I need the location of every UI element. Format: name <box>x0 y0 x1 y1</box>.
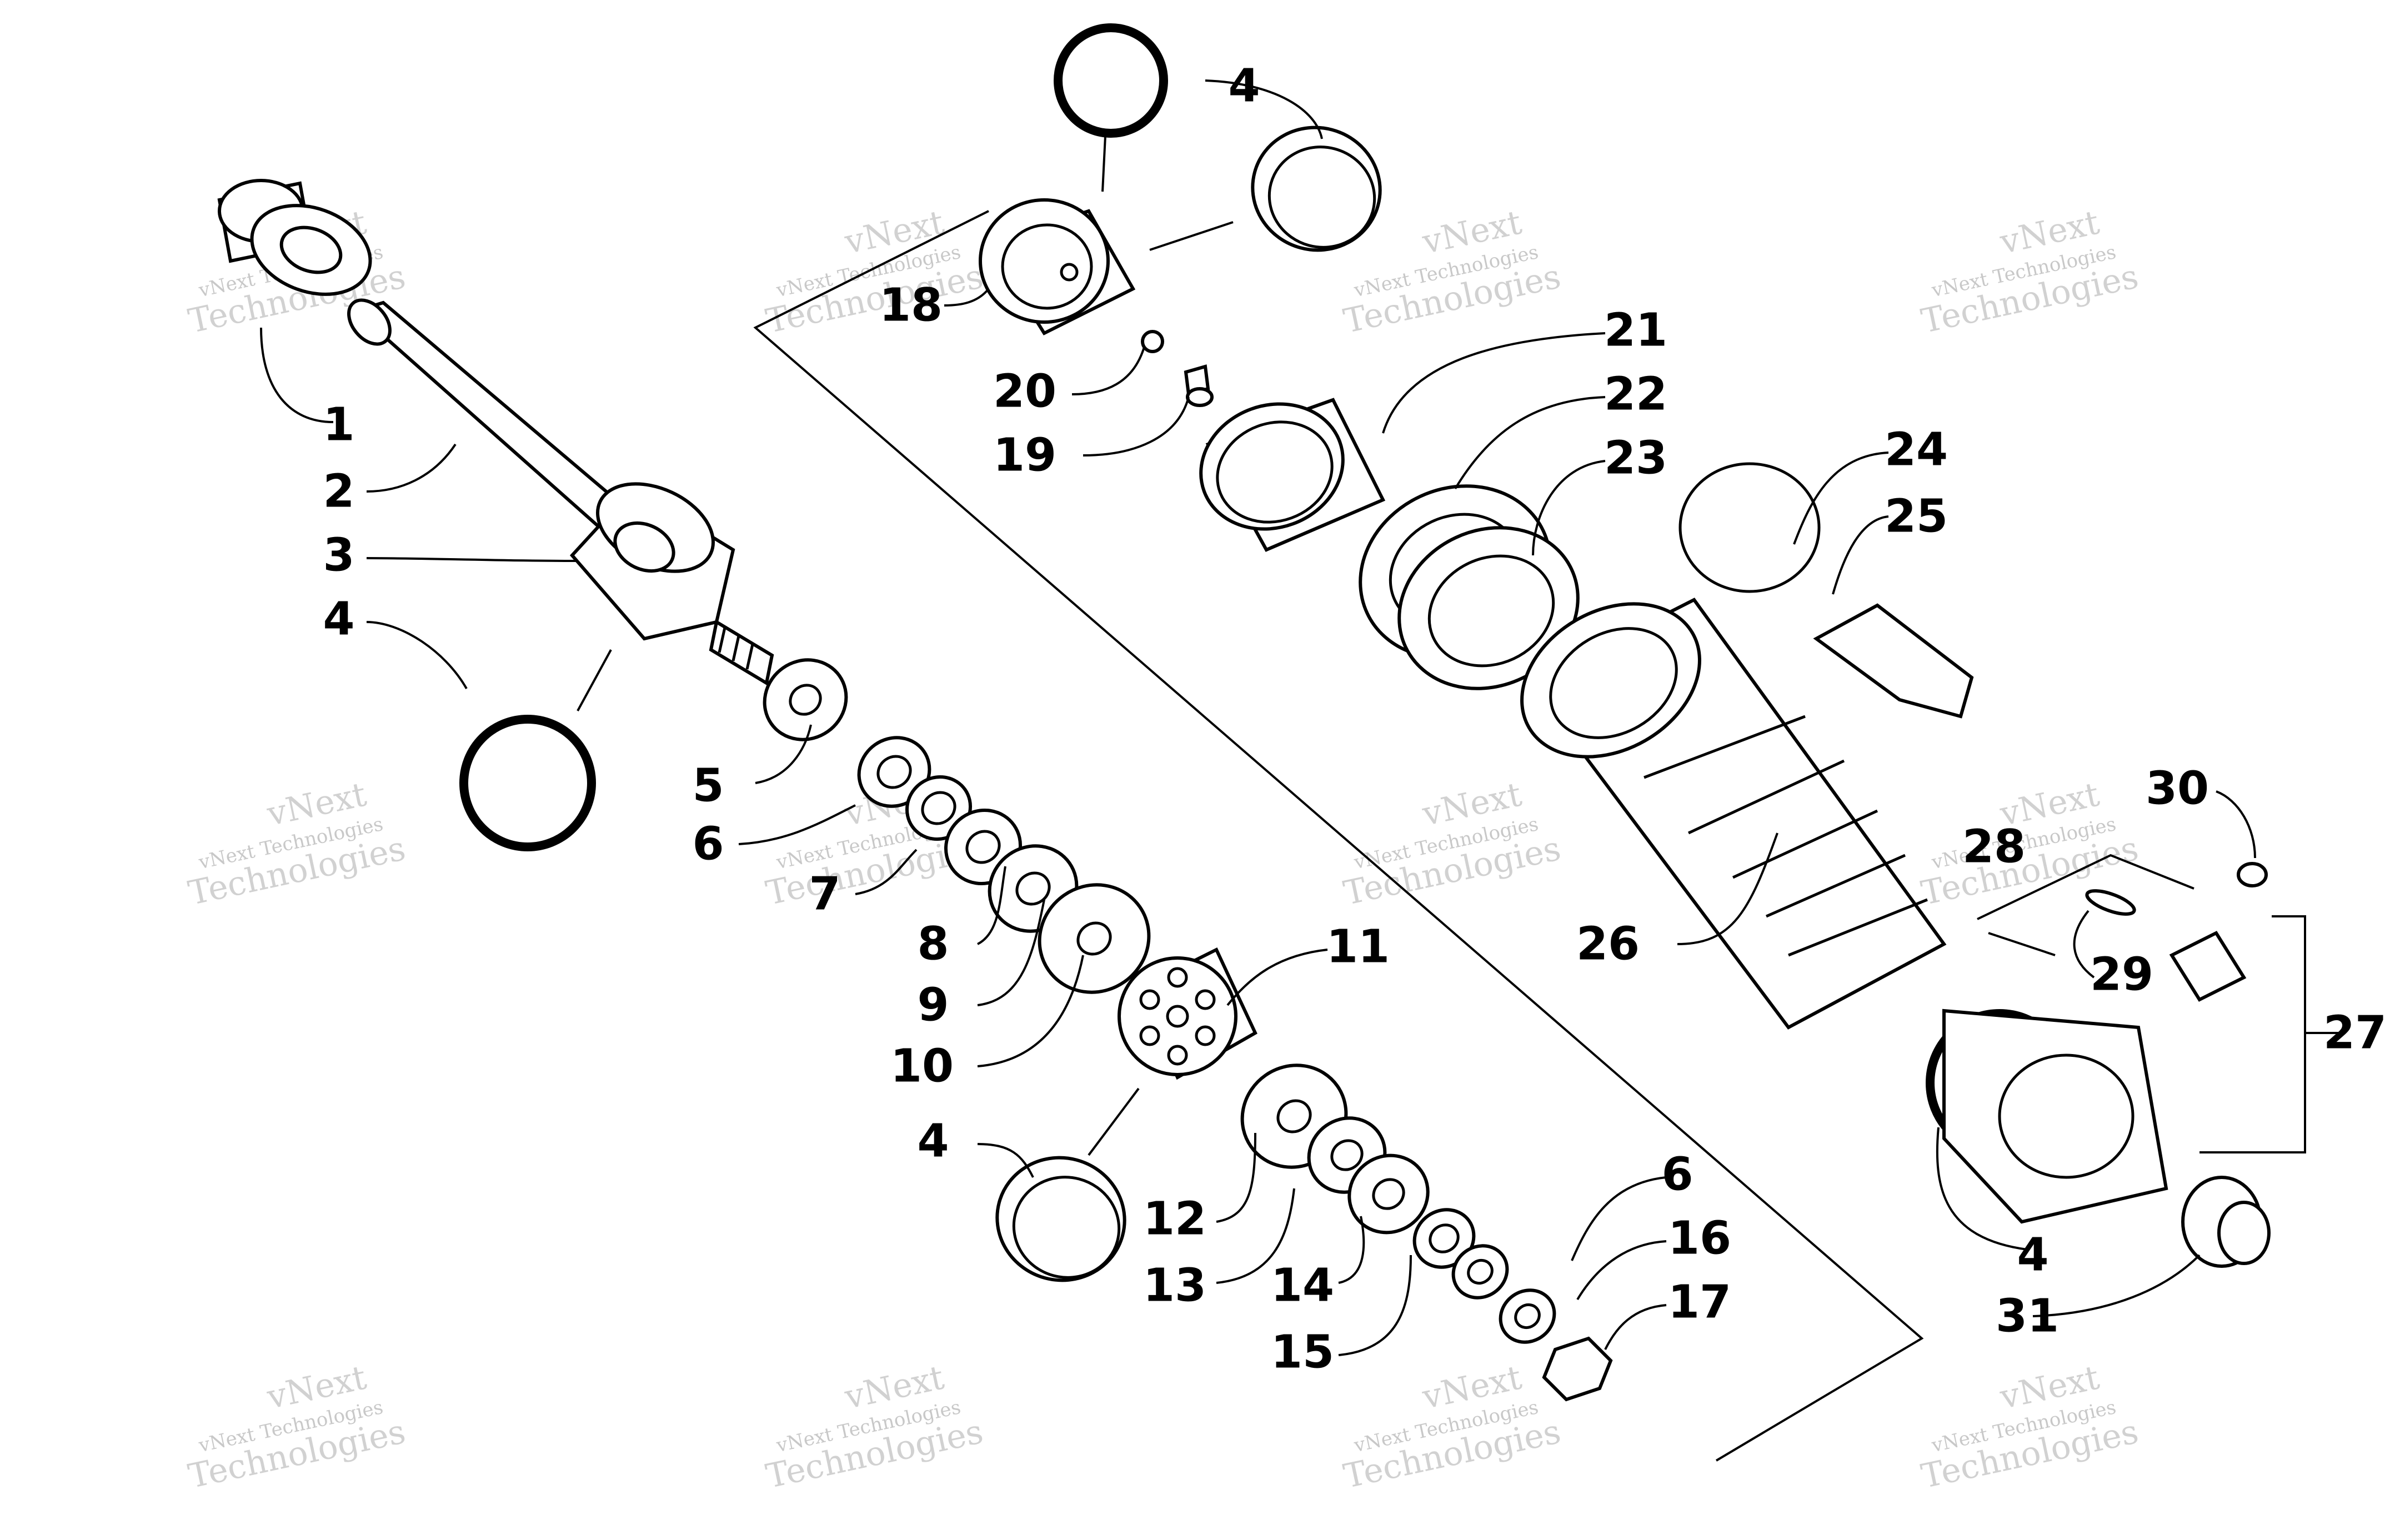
callout-12: 12 <box>1143 1192 1206 1245</box>
callout-18: 18 <box>879 279 943 332</box>
part-14-shim <box>1347 1153 1430 1235</box>
part-21-sleeve <box>1199 398 1386 552</box>
callout-1: 1 <box>323 398 354 451</box>
callout-30: 30 <box>2146 762 2209 815</box>
part-18-bearing-cap <box>979 198 1136 335</box>
callout-2: 2 <box>323 465 354 518</box>
callout-25: 25 <box>1885 490 1948 543</box>
callout-23: 23 <box>1604 432 1667 484</box>
part-27-body-eye <box>1942 1009 2168 1224</box>
part-5-washer <box>763 658 848 741</box>
callout-27: 27 <box>2323 1006 2387 1059</box>
callout-9: 9 <box>917 979 949 1031</box>
callout-19: 19 <box>993 429 1056 481</box>
part-26-shock-body <box>1520 598 1947 1030</box>
part-3-rod-head <box>569 482 774 686</box>
part-30-screw <box>2237 862 2268 887</box>
callout-7: 7 <box>809 867 840 920</box>
assembly-bracket <box>753 210 1924 1462</box>
callout-16: 16 <box>1668 1212 1731 1265</box>
part-17-nut <box>1542 1336 1613 1402</box>
part-31-bushing <box>2181 1176 2271 1268</box>
part-4-band-lower <box>995 1156 1126 1282</box>
callout-29: 29 <box>2090 948 2153 1001</box>
callout-17: 17 <box>1668 1276 1731 1328</box>
leader-lines <box>260 79 2256 1356</box>
part-24-seal <box>1679 462 1821 593</box>
callout-4-left: 4 <box>323 593 354 645</box>
callout-3: 3 <box>323 529 354 581</box>
part-1-bushing <box>217 179 372 296</box>
part-16-washer <box>1499 1288 1556 1344</box>
part-11-piston <box>1118 947 1257 1080</box>
callout-24: 24 <box>1885 423 1948 476</box>
callout-10: 10 <box>890 1040 954 1092</box>
washer-stack <box>763 658 1556 1344</box>
part-4-band-top <box>1251 126 1382 252</box>
bracket-27 <box>2199 915 2306 1153</box>
callout-8: 8 <box>917 917 949 970</box>
part-29-oring <box>2085 889 2136 916</box>
callout-31: 31 <box>1996 1290 2059 1342</box>
callout-28: 28 <box>1962 820 2026 873</box>
callout-26: 26 <box>1576 917 1640 970</box>
callout-5: 5 <box>692 759 724 812</box>
callout-6-left: 6 <box>692 817 724 870</box>
part-4-oring-left <box>459 715 596 851</box>
callout-labels: 1 2 3 4 4 18 20 19 21 22 23 24 25 26 5 6… <box>323 59 2387 1378</box>
bracket-28-lower <box>1988 932 2056 956</box>
callout-6-right: 6 <box>1661 1148 1693 1201</box>
part-6-shim-lower <box>1451 1244 1509 1300</box>
callout-15: 15 <box>1271 1326 1334 1378</box>
callout-4-right: 4 <box>2017 1228 2048 1281</box>
part-4-oring-top <box>1054 23 1168 138</box>
part-20-small-oring <box>1141 330 1164 353</box>
callout-4-top: 4 <box>1228 59 1260 112</box>
part-25-shield <box>1813 603 1974 719</box>
part-28-fitting <box>2169 931 2247 1002</box>
callout-13: 13 <box>1143 1259 1206 1312</box>
part-19-valve <box>1184 364 1214 407</box>
callout-21: 21 <box>1604 304 1667 357</box>
callout-4-lower: 4 <box>917 1115 949 1167</box>
callout-20: 20 <box>993 365 1056 418</box>
callout-22: 22 <box>1604 368 1667 420</box>
callout-11: 11 <box>1326 920 1390 973</box>
part-10-shim <box>1038 883 1151 994</box>
part-23-lock-nut <box>1397 526 1580 690</box>
bracket-28 <box>1977 854 2194 920</box>
callout-14: 14 <box>1271 1259 1334 1312</box>
